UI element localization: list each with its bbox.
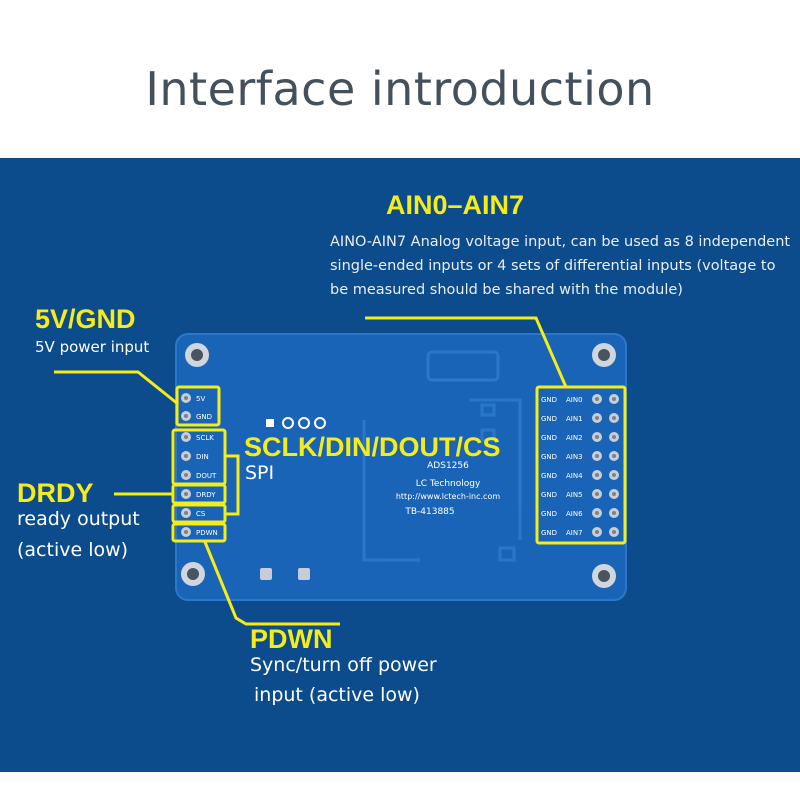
ain-pin-label-7: AIN7: [566, 529, 583, 537]
ain-box: [535, 385, 627, 545]
ain-pin-label-6: AIN6: [566, 510, 583, 518]
cs-box: [171, 503, 227, 524]
leader-lines: [54, 316, 568, 626]
pdwn-desc-line-1: Sync/turn off power: [250, 654, 437, 676]
ain-pin-label-2: AIN2: [566, 434, 583, 442]
ain-pin-label-3: AIN3: [566, 453, 583, 461]
drdy-desc-line-2: (active low): [17, 539, 129, 561]
gnd-label: GND: [541, 529, 557, 537]
drdy-desc-line-1: ready output: [17, 508, 140, 530]
drdy-title: DRDY: [17, 478, 94, 508]
power-box: [175, 385, 221, 427]
code-label: TB-413885: [404, 507, 454, 517]
spi-desc: SPI: [245, 462, 275, 484]
ain-desc-line-3: be measured should be shared with the mo…: [330, 282, 683, 298]
pin-label-gnd: GND: [196, 413, 212, 421]
test-header: [266, 417, 326, 429]
ain-desc-line-2: single-ended inputs or 4 sets of differe…: [330, 258, 776, 274]
mounting-holes: [181, 343, 616, 588]
ain-pin-label-0: AIN0: [566, 396, 583, 404]
ain-pin-label-4: AIN4: [566, 472, 583, 480]
ain-pin-label-1: AIN1: [566, 415, 583, 423]
gnd-label: GND: [541, 453, 557, 461]
gnd-label: GND: [541, 434, 557, 442]
gnd-label: GND: [541, 510, 557, 518]
power-title: 5V/GND: [35, 304, 136, 334]
spi-title: SCLK/DIN/DOUT/CS: [244, 432, 501, 462]
pdwn-leader: [203, 541, 340, 626]
pin-label-cs: CS: [196, 510, 206, 518]
pin-label-pdwn: PDWN: [196, 529, 218, 537]
pdwn-desc-line-2: input (active low): [254, 684, 420, 706]
gnd-label: GND: [541, 472, 557, 480]
maker-label: LC Technology: [416, 479, 481, 489]
gnd-label: GND: [541, 491, 557, 499]
chip-label: ADS1256: [427, 461, 469, 471]
ain-title: AIN0–AIN7: [386, 190, 525, 220]
power-leader: [54, 370, 179, 406]
pin-label-drdy: DRDY: [196, 491, 216, 499]
url-label: http://www.lctech-inc.com: [396, 492, 501, 501]
gnd-label: GND: [541, 415, 557, 423]
power-desc: 5V power input: [35, 338, 150, 356]
pin-label-din: DIN: [196, 453, 209, 461]
solder-pad: [260, 568, 272, 580]
ain-leader: [365, 316, 568, 388]
pdwn-title: PDWN: [250, 624, 333, 654]
pcb-traces: [362, 350, 522, 562]
pin-label-sclk: SCLK: [196, 434, 214, 442]
footer-strip: [0, 772, 800, 800]
ain-pin-label-5: AIN5: [566, 491, 583, 499]
pin-label-5v: 5V: [196, 395, 205, 403]
pdwn-box: [171, 522, 227, 543]
pin-label-dout: DOUT: [196, 472, 217, 480]
ain-desc-line-1: AINO-AIN7 Analog voltage input, can be u…: [330, 234, 791, 250]
solder-pad: [298, 568, 310, 580]
page-title: Interface introduction: [145, 62, 655, 116]
spi-leader: [225, 454, 240, 516]
gnd-label: GND: [541, 396, 557, 404]
